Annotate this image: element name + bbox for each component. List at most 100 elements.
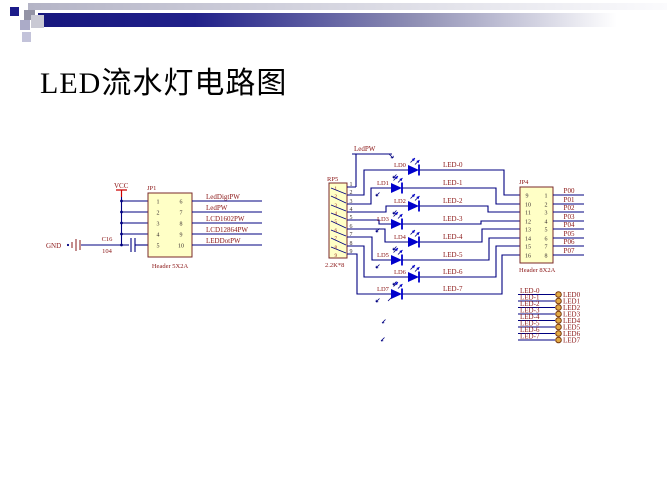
port-label: P00: [564, 187, 575, 195]
pad-circle: [555, 330, 562, 337]
net-label-tick: [392, 246, 397, 251]
jp4-pin: 14: [525, 237, 531, 243]
net-label: LED-2: [520, 300, 540, 308]
jp4-pin: 10: [525, 203, 531, 209]
rp5-pin: 8: [350, 241, 353, 247]
port-label: P04: [564, 221, 575, 229]
rp5-inner-pin: 7: [335, 237, 338, 242]
net-label-tick: [375, 298, 380, 303]
rp5-pin: 4: [350, 207, 353, 213]
jp4-pin: 5: [545, 228, 548, 234]
jp1-pin: 5: [157, 244, 160, 250]
jp4-pin: 7: [545, 245, 548, 251]
pad-label: LED3: [563, 311, 581, 319]
jp1-type: Header 5X2A: [152, 263, 189, 270]
pad-row-4: LED-4 LED4: [518, 313, 581, 325]
led-diode-icon: [391, 219, 402, 229]
led-diode-icon: [408, 237, 419, 247]
cap-ref: C16: [102, 236, 114, 243]
port-label: P02: [564, 204, 575, 212]
jp1-pin: 1: [157, 200, 160, 206]
jp4-pin: 4: [545, 220, 548, 226]
gnd-symbol-dot: [66, 243, 70, 247]
deco-square-navy: [10, 7, 19, 16]
led-diode-icon: [391, 255, 402, 265]
jp4-pin: 13: [525, 228, 531, 234]
led-row-3: LD3 LED-3: [353, 211, 520, 233]
led-ref: LD5: [377, 252, 389, 259]
net-label: LedPW: [206, 204, 228, 212]
led-ref: LD3: [377, 216, 389, 223]
rp5-ref: RP5: [327, 176, 338, 183]
jp4-port-wires: [553, 194, 584, 256]
led-ref: LD2: [394, 198, 406, 205]
capacitor-plates: [130, 238, 136, 252]
pad-circle: [555, 336, 562, 344]
pad-label: LED0: [563, 291, 581, 299]
jp4-pin: 16: [525, 254, 531, 260]
led-pad-section: LED-0 LED0 LED-1 LED1 LED-2 LED2 LED-3: [518, 287, 581, 345]
net-label-tick: [392, 210, 397, 215]
jp1-pin: 7: [180, 211, 183, 217]
led-diode-icon: [391, 183, 402, 193]
jp4-section: JP4 9 10 11 12 13 14 15 16 1 2 3 4 5 6 7…: [519, 179, 584, 274]
rp5-inner-pin: 6: [335, 229, 338, 234]
jp4-pin: 9: [526, 194, 529, 200]
net-label: LED-7: [443, 285, 463, 293]
net-label: LED-0: [520, 287, 540, 295]
led-row-1: LD1 LED-1: [353, 175, 520, 205]
jp1-output-wires: [192, 200, 262, 246]
rp5-pin: 1: [350, 182, 353, 188]
pad-label: LED2: [563, 304, 581, 312]
gnd-label: GND: [46, 242, 61, 250]
cap-value: 104: [102, 248, 113, 255]
net-label-tick: [392, 174, 397, 179]
pad-row-7: LED-7 LED7: [518, 333, 581, 345]
led-row-2: LD2 LED-2: [353, 193, 520, 215]
net-label: LCD1602PW: [206, 215, 245, 223]
jp1-pin: 3: [157, 222, 160, 228]
net-label: LED-4: [520, 313, 540, 321]
net-label: LCD12864PW: [206, 226, 248, 234]
pad-label: LED4: [563, 317, 581, 325]
net-label: LED-2: [443, 197, 463, 205]
pad-circle: [555, 304, 562, 311]
pad-label: LED7: [563, 337, 581, 345]
top-gradient-bar: [38, 13, 667, 27]
led-diode-icon: [408, 165, 419, 175]
stray-ticks: [380, 297, 392, 342]
jp4-pin: 2: [545, 203, 548, 209]
port-label: P07: [564, 247, 575, 255]
pad-label: LED5: [563, 324, 581, 332]
led-ref: LD7: [377, 286, 390, 293]
rp5-inner-pin: 2: [335, 195, 338, 200]
jp1-ref: JP1: [147, 185, 156, 192]
rp5-pin: 9: [350, 249, 353, 255]
jp4-pin: 11: [525, 211, 531, 217]
vcc-label: VCC: [114, 182, 129, 190]
net-label-tick: [375, 264, 380, 269]
rp5-pin: 7: [350, 232, 353, 238]
pad-circle: [555, 291, 562, 298]
net-label: LED-4: [443, 233, 463, 241]
net-label-tick: [389, 154, 394, 159]
net-label: LED-0: [443, 161, 463, 169]
net-label: LED-5: [443, 251, 463, 259]
pad-label: LED1: [563, 298, 581, 306]
jp4-pin: 1: [545, 194, 548, 200]
net-label: LED-6: [443, 268, 463, 276]
jp1-pin: 10: [178, 244, 184, 250]
led-row-6: LD6 LED-6: [353, 245, 520, 286]
net-label: LEDDotPW: [206, 237, 241, 245]
pad-circle: [555, 317, 562, 324]
rp5-inner-pin: 4: [335, 212, 338, 217]
rp5-body: [328, 182, 348, 259]
rp5-inner-pin: 5: [335, 220, 338, 225]
top-thin-bar: [28, 3, 667, 10]
net-label: LedPW: [354, 145, 376, 153]
net-label: LED-5: [520, 320, 540, 328]
jp1-pin: 4: [157, 233, 160, 239]
led-row-0: LD0 LED-0: [353, 157, 520, 196]
rp5-pin: 2: [350, 190, 353, 196]
led-row-5: LD5 LED-5: [353, 236, 520, 269]
